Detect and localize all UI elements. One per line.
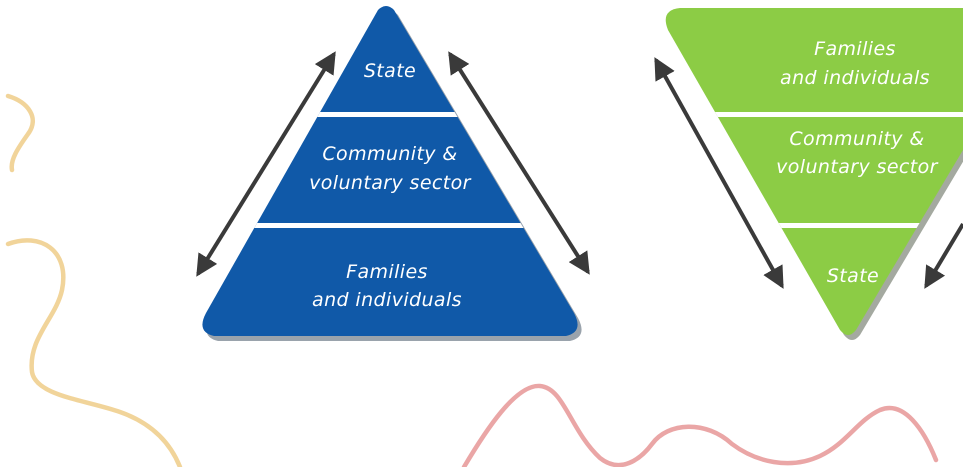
blue-pyramid: State Community & voluntary sector Famil… xyxy=(202,6,582,341)
green-tier-bottom-label: State xyxy=(827,265,879,287)
green-left-double-arrow xyxy=(654,57,784,289)
green-tier-top-label-line1: Families xyxy=(814,38,896,60)
green-tier-divider-2 xyxy=(665,223,963,228)
blue-tier-top-label: State xyxy=(364,60,416,82)
green-tier-top-label-line2: and individuals xyxy=(780,67,930,89)
blue-tier-middle-label-line1: Community & xyxy=(322,143,457,165)
blue-tier-middle-label-line2: voluntary sector xyxy=(309,172,472,194)
blue-right-double-arrow xyxy=(448,51,590,275)
green-right-arrow-partial xyxy=(924,222,963,289)
green-tier-middle-label-line1: Community & xyxy=(789,128,924,150)
blue-tier-bottom-label-line1: Families xyxy=(346,261,428,283)
blue-tier-divider-2 xyxy=(202,223,578,228)
blue-tier-divider-1 xyxy=(202,112,578,117)
blue-left-double-arrow xyxy=(196,51,336,277)
blue-pyramid-shape xyxy=(202,6,578,336)
left-squiggle-bottom xyxy=(5,238,183,467)
green-pyramid: Families and individuals Community & vol… xyxy=(665,8,963,340)
blue-tier-bottom-label-line2: and individuals xyxy=(312,289,462,311)
green-tier-divider-1 xyxy=(665,112,963,117)
bottom-squiggle xyxy=(461,383,939,467)
left-squiggle-top xyxy=(5,93,35,173)
green-tier-middle-label-line2: voluntary sector xyxy=(776,156,939,178)
